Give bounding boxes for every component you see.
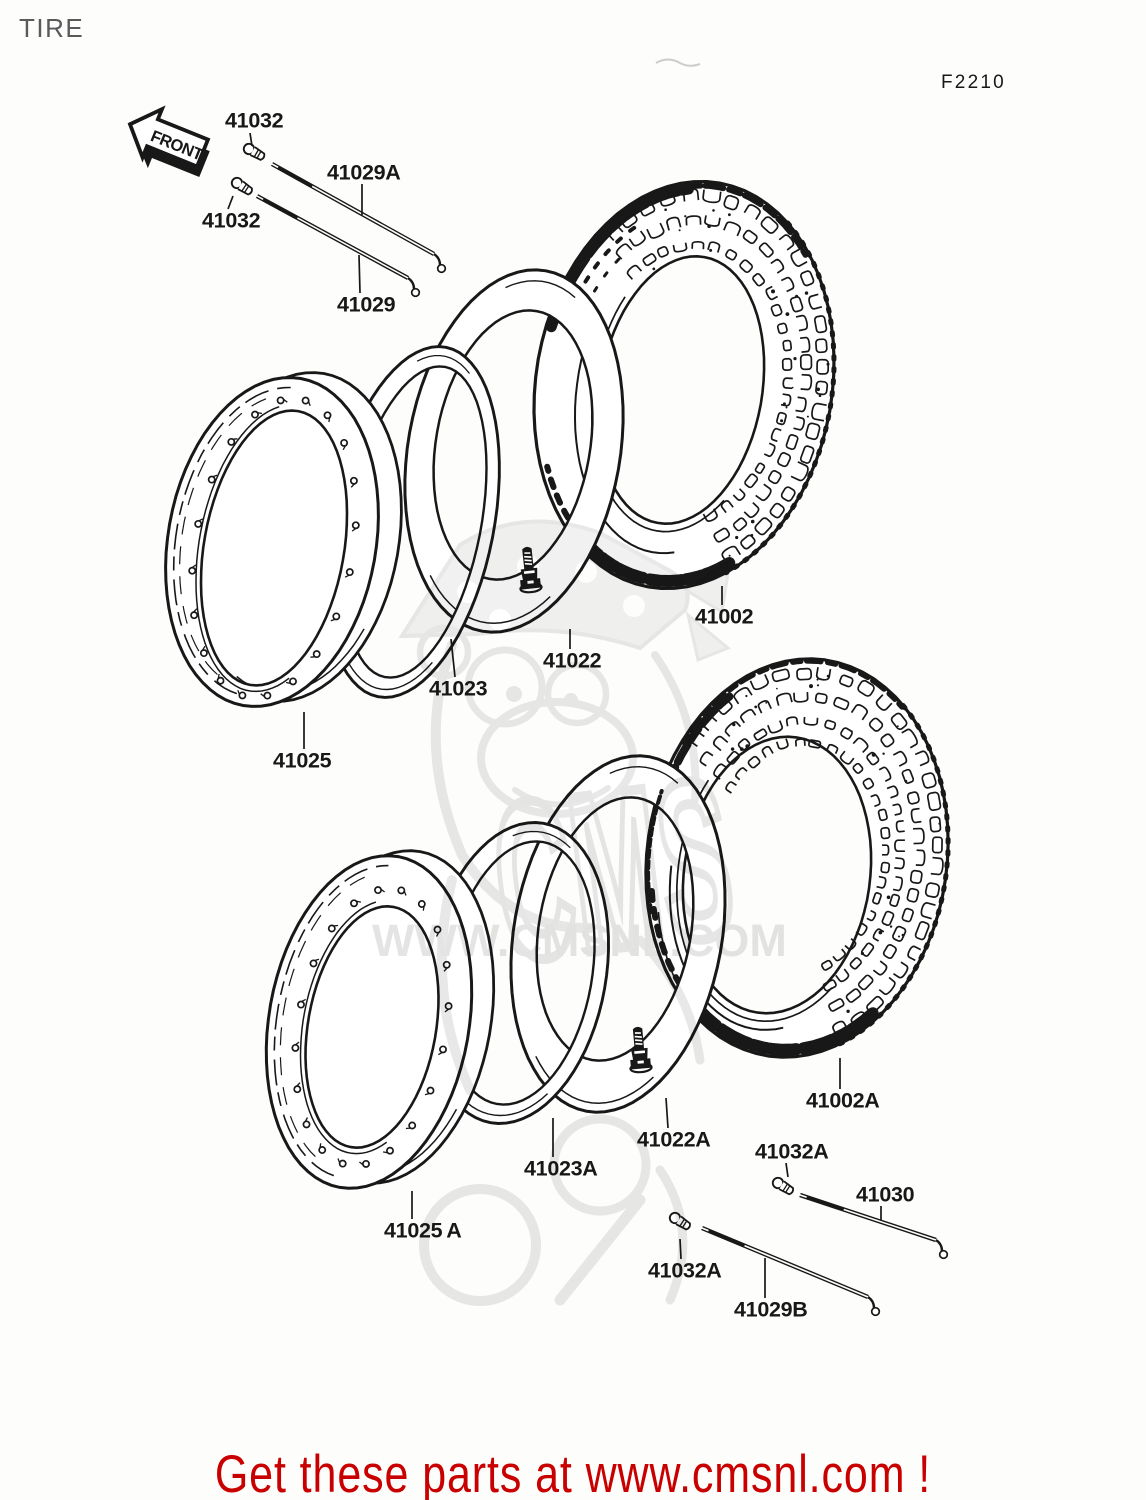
svg-text:41032: 41032 [202, 209, 261, 233]
svg-text:41002A: 41002A [806, 1089, 880, 1113]
svg-text:41032A: 41032A [755, 1140, 829, 1164]
svg-text:41023A: 41023A [524, 1157, 598, 1181]
svg-text:41032: 41032 [225, 109, 284, 133]
svg-text:41030: 41030 [856, 1183, 915, 1207]
svg-text:TIRE: TIRE [19, 13, 84, 43]
svg-text:Get these parts at www.cmsnl.c: Get these parts at www.cmsnl.com ! [215, 1446, 931, 1500]
svg-text:41029A: 41029A [327, 161, 401, 185]
svg-text:CMS: CMS [481, 732, 745, 1010]
svg-text:F2210: F2210 [941, 72, 1006, 93]
svg-text:41029: 41029 [337, 293, 396, 317]
svg-text:41025: 41025 [273, 749, 332, 773]
svg-text:41002: 41002 [695, 605, 754, 629]
svg-text:41022A: 41022A [637, 1128, 711, 1152]
svg-text:41029B: 41029B [734, 1298, 808, 1322]
svg-text:WWW.CMSNL.COM: WWW.CMSNL.COM [372, 915, 787, 966]
